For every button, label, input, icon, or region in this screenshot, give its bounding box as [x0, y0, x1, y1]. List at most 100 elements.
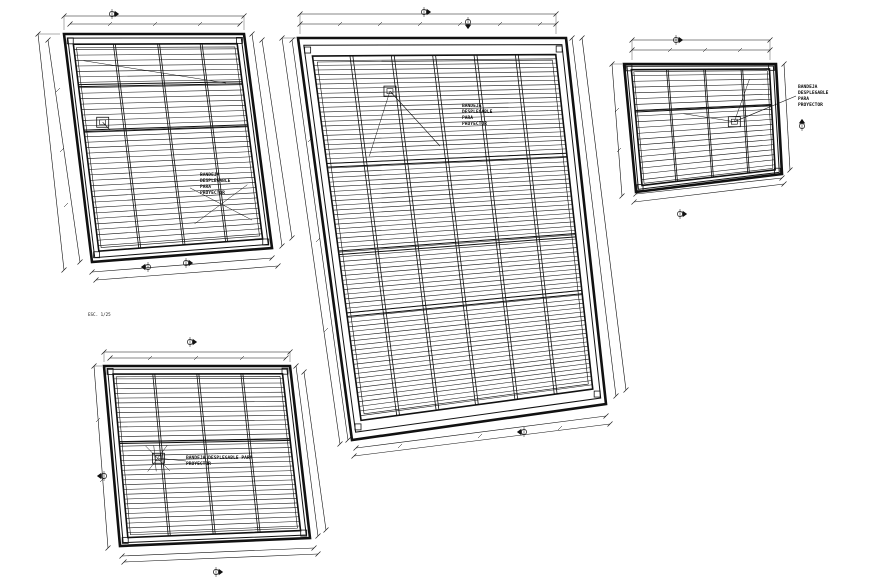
- plan-a-dim-tick: [45, 37, 51, 43]
- plan-b-dim-tick: [297, 21, 303, 27]
- plan-a-slat: [80, 94, 244, 99]
- plan-a-dimension-lines: [35, 13, 295, 283]
- plan-a-dim-tick: [61, 267, 67, 273]
- plan-c-note-line-1: BANDEJA: [798, 84, 818, 90]
- plan-b-section-mark-0: [421, 7, 432, 17]
- plan-b-joists: [326, 54, 583, 416]
- plan-b-joist-4: [514, 54, 555, 395]
- plan-a-slat: [98, 233, 262, 246]
- plan-b-note-line-1: BANDEJA: [462, 103, 482, 109]
- plan-c-dim-tick: [787, 167, 793, 173]
- plan-b-dim-tick: [345, 437, 351, 443]
- plan-b-column-2: [593, 390, 601, 398]
- plan-c-slat: [640, 154, 775, 169]
- plan-a-diagonal-2: [83, 60, 226, 84]
- plan-b-joist-1-b: [393, 55, 440, 410]
- plan-c-projector-tray: [727, 116, 741, 128]
- plan-c-slat: [634, 93, 771, 99]
- plan-d-column-3: [121, 536, 129, 544]
- plan-b-dim-subtick: [323, 327, 329, 333]
- scale-label: ESC. 1/25: [88, 312, 111, 317]
- plan-a-note-line-4: PROYECTOR: [200, 190, 225, 196]
- plan-c-dim-line-4: [635, 177, 783, 195]
- plan-c-dim-subtick: [667, 47, 673, 53]
- plan-d-slat: [123, 479, 295, 485]
- plan-b-slat: [319, 101, 561, 108]
- plan-d-slat: [114, 387, 285, 389]
- plan-c-column-0: [625, 64, 633, 72]
- plan-b-note-line-3: PARA: [462, 115, 473, 121]
- plan-a-diagonal-0: [189, 187, 253, 221]
- plan-a-dim-tick: [77, 259, 83, 265]
- plan-d-slat: [113, 378, 284, 380]
- plan-d-slat: [126, 511, 299, 519]
- plan-d-joist-1-b: [198, 373, 216, 535]
- plan-b-dim-tick: [351, 453, 357, 459]
- plan-c-slat: [632, 83, 771, 88]
- plan-d-slat: [114, 391, 285, 394]
- plan-b-dim-tick: [353, 445, 359, 451]
- plan-c-beam-0-b: [635, 105, 772, 113]
- plan-a-slat: [94, 202, 258, 214]
- plan-b-dim-subtick: [337, 21, 343, 27]
- plan-d-dim-line-6: [303, 371, 327, 531]
- plan-c-note-leader: [734, 95, 797, 122]
- plan-a-slat: [88, 156, 252, 165]
- plan-c-wall-inner: [626, 65, 780, 190]
- plan-b-dim-subtick: [557, 425, 563, 431]
- plan-c-joist-0-b: [667, 69, 678, 182]
- plan-d-slat: [123, 484, 296, 490]
- plan-b-slat: [314, 71, 558, 75]
- plan-c-dim-subtick: [616, 147, 622, 153]
- plan-b-slat: [317, 88, 560, 94]
- plan-a-slat: [83, 120, 248, 127]
- plan-a-note-line-3: PARA: [200, 184, 211, 190]
- plan-a-beam-0: [78, 81, 243, 86]
- plan-b-joist-1: [390, 55, 437, 411]
- plan-a-projector-tray: [96, 116, 110, 128]
- plan-d-slat: [120, 456, 293, 461]
- plan-c-slat: [635, 104, 772, 111]
- plan-a-slat: [75, 58, 240, 61]
- plan-b-note-line-4: PROYECTOR: [462, 121, 487, 127]
- plan-a-slat: [87, 151, 252, 159]
- plan-d-dim-tick: [315, 551, 321, 557]
- plan-b-dim-tick: [337, 441, 343, 447]
- plan-c-joists: [635, 69, 797, 182]
- plan-c-outer-wall: [622, 62, 784, 194]
- plan-d-dim-tick: [105, 545, 111, 551]
- plan-a-slat: [79, 89, 244, 94]
- plan-d-slat: [117, 419, 288, 423]
- plan-d-dim-line-4: [123, 553, 319, 563]
- plan-d-slat: [115, 396, 286, 399]
- plan-d-slat: [121, 461, 293, 466]
- plan-c-dimension-lines: [609, 37, 793, 205]
- plan-b-diagonal-0: [369, 91, 391, 157]
- plan-b-beam-1: [338, 233, 576, 252]
- plan-b-outer-wall: [296, 36, 608, 442]
- plan-a-slat: [82, 115, 247, 121]
- plan-b-beam-1-b: [338, 236, 576, 256]
- plan-b-slat: [315, 75, 559, 80]
- plan-b-joist-2: [432, 55, 476, 405]
- plan-a-dim-tick: [249, 31, 255, 37]
- plan-a-section-mark-2: [183, 258, 194, 268]
- plan-d-slat: [118, 428, 289, 433]
- plan-b-slat: [318, 97, 561, 104]
- plan-b-joist-4-b: [517, 54, 558, 394]
- plan-c-slat: [632, 78, 771, 82]
- plan-d-slat: [127, 525, 301, 534]
- plan-d-diagonal-1: [147, 444, 168, 472]
- plan-d-slat: [117, 424, 289, 428]
- plan-d-frame: [102, 364, 312, 548]
- plan-a-diagonal-1: [194, 184, 248, 225]
- plan-a-slat: [81, 105, 246, 110]
- plan-b-dim-tick: [607, 421, 613, 427]
- plan-d-ceiling-slats: [113, 378, 301, 534]
- plan-d-slat: [122, 470, 294, 476]
- plan-a-dim-tick: [259, 37, 265, 43]
- plan-a-note-line-2: DESPLEGABLE: [200, 178, 231, 184]
- plan-a-section-mark-1: [140, 262, 151, 272]
- plan-d-slat: [119, 438, 290, 442]
- plan-b-dim-line-5: [355, 415, 607, 449]
